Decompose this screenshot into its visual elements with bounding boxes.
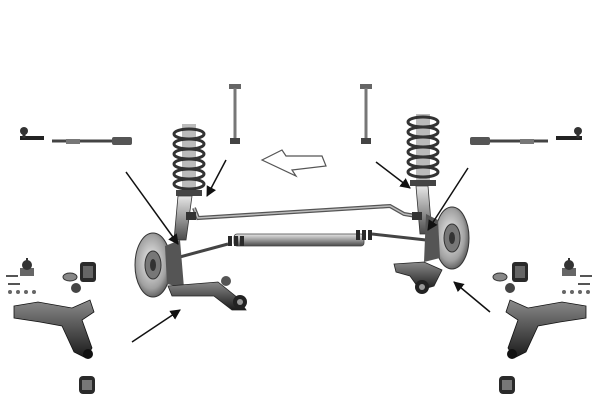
- lower-control-arm-right: [505, 299, 587, 359]
- lower-control-arm-mounted-left: [167, 276, 247, 311]
- coil-spring-left: [172, 124, 206, 241]
- bushing-left-1: [80, 262, 96, 282]
- ball-joint-left: [20, 258, 34, 276]
- bushing-left-3: [79, 376, 95, 394]
- lower-control-arm-left: [13, 299, 95, 359]
- bushing-right-3: [499, 376, 515, 394]
- tie-rod-end-right: [556, 127, 582, 140]
- bolt-set-left: [6, 275, 36, 294]
- lower-control-arm-mounted-right: [393, 261, 443, 294]
- inner-tie-rod-right: [470, 137, 548, 145]
- arrow-to-right-link: [375, 161, 411, 189]
- stabilizer-link-right: [360, 84, 372, 144]
- ball-joint-right: [562, 258, 576, 276]
- forward-arrow-icon: [260, 149, 327, 178]
- brake-disc-left: [134, 232, 184, 298]
- arrow-to-right-arm: [453, 281, 491, 313]
- arrow-to-left-arm: [131, 309, 181, 343]
- anti-roll-bar: [186, 203, 422, 221]
- arrow-to-left-link: [206, 159, 227, 197]
- inner-tie-rod-left: [52, 137, 132, 145]
- tie-rod-end-left: [20, 127, 44, 140]
- bushing-right-1: [512, 262, 528, 282]
- arrow-to-right-disc: [427, 167, 469, 231]
- bushing-left-2: [62, 272, 81, 293]
- stabilizer-link-left: [229, 84, 241, 144]
- coil-spring-right: [406, 114, 440, 235]
- bushing-right-2: [492, 272, 515, 293]
- bolt-set-right: [562, 275, 592, 294]
- arrow-to-left-disc: [125, 171, 179, 245]
- pointer-arrows: [125, 159, 491, 343]
- steering-rack: [175, 230, 427, 260]
